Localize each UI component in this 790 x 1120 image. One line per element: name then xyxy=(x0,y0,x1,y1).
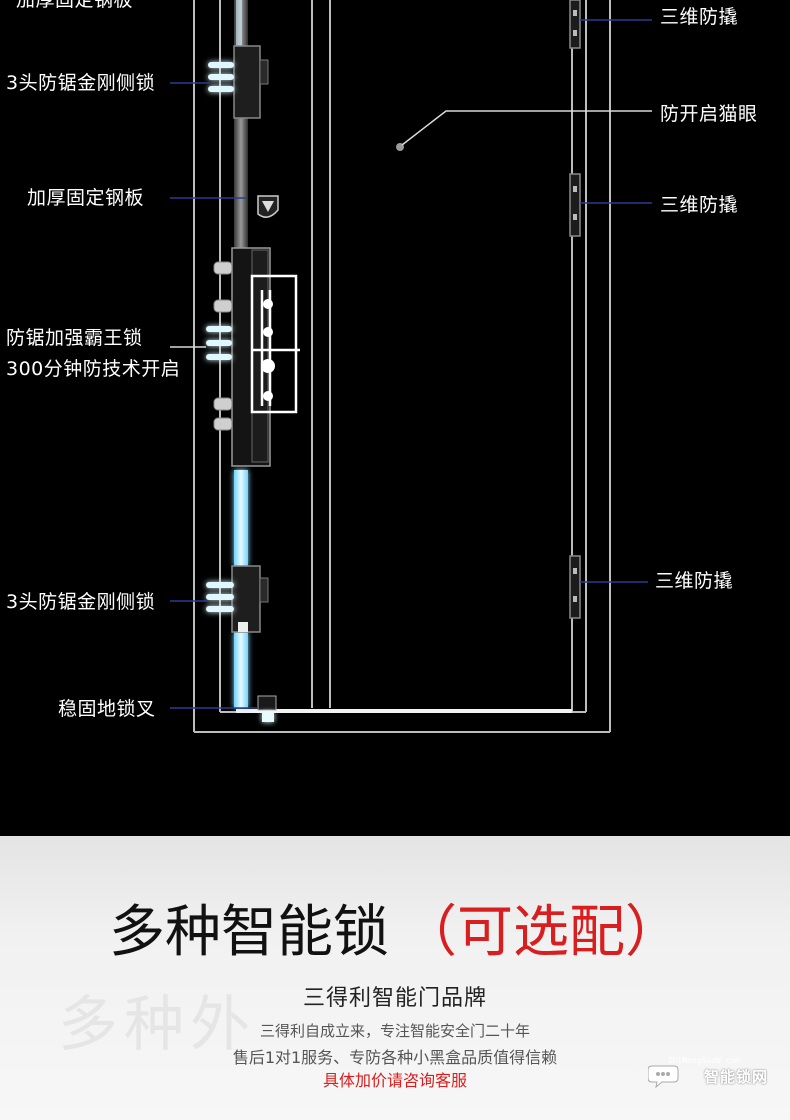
info-section: 多种外 多种智能锁（可选配） 三得利智能门品牌 三得利自成立来，专注智能安全门二… xyxy=(0,836,790,1120)
desc-line-2: 售后1对1服务、专防各种小黑盒品质值得信赖 xyxy=(232,1048,558,1067)
brand-line: 三得利智能门品牌 xyxy=(302,986,487,1011)
headline-main: 多种智能锁 xyxy=(109,900,389,965)
main-lock xyxy=(206,247,300,467)
steel-bar xyxy=(234,0,248,708)
desc-line-1: 三得利自成立来，专注智能安全门二十年 xyxy=(259,1022,530,1040)
label-anti-pry-2: 三维防撬 xyxy=(660,194,739,216)
label-main-lock-1: 防锯加强霸王锁 xyxy=(6,327,143,349)
label-side-lock-bottom: 3头防锯金刚侧锁 xyxy=(6,591,156,613)
label-anti-pry-3: 三维防撬 xyxy=(655,570,734,592)
label-anti-pry-1: 三维防撬 xyxy=(660,6,739,28)
label-peephole: 防开启猫眼 xyxy=(660,103,758,125)
ghost-text: 多种外 xyxy=(58,990,256,1060)
label-main-lock-2: 300分钟防技术开启 xyxy=(6,358,181,380)
anti-pry-blocks xyxy=(569,0,581,619)
watermark-small: ZhiNengSuoW.com xyxy=(667,1056,740,1065)
headline: 多种智能锁（可选配） xyxy=(0,898,790,968)
peephole-leader xyxy=(401,110,652,146)
label-steel-plate: 加厚固定钢板 xyxy=(27,187,145,209)
chat-bubble-icon xyxy=(648,1065,679,1088)
floor-latch xyxy=(257,695,277,722)
watermark: ZhiNengSuoW.com 智能锁网 xyxy=(648,1056,768,1090)
door-diagram: 加厚固定钢板 3头防锯金刚侧锁 加厚固定钢板 防锯加强霸王锁 300分钟防技术开… xyxy=(6,0,758,733)
door-drawing xyxy=(170,0,652,733)
side-lock-top xyxy=(208,45,269,119)
label-top-cut: 加厚固定钢板 xyxy=(16,0,134,11)
label-floor-latch: 稳固地锁叉 xyxy=(58,698,156,720)
side-lock-bottom xyxy=(206,565,269,633)
door-sill xyxy=(236,709,572,713)
shield-icon xyxy=(257,195,279,218)
label-side-lock-top: 3头防锯金刚侧锁 xyxy=(6,72,156,94)
watermark-text: 智能锁网 xyxy=(703,1068,768,1086)
door-frame xyxy=(193,0,611,733)
headline-accent: （可选配） xyxy=(401,900,681,965)
leader-lines xyxy=(170,19,652,709)
desc-line-3: 具体加价请咨询客服 xyxy=(322,1071,467,1090)
